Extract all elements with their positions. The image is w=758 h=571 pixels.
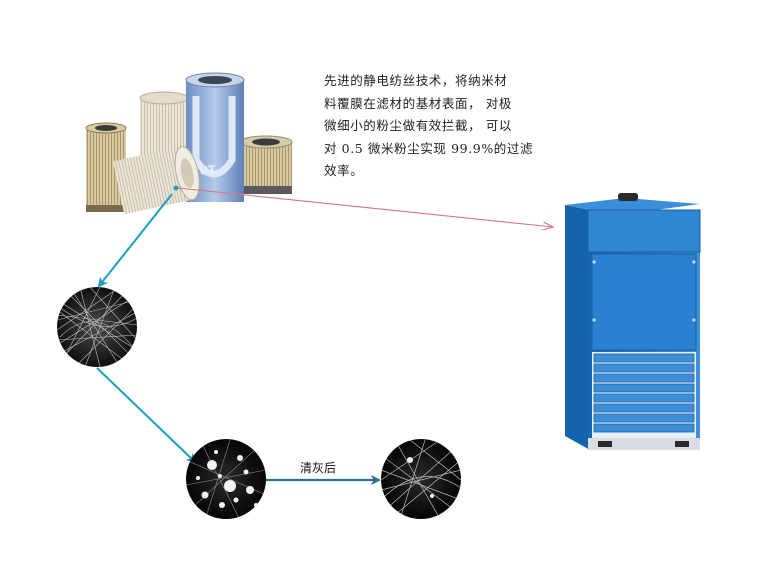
svg-text:UT: UT [199, 163, 218, 178]
after-cleaning-label: 清灰后 [300, 461, 337, 475]
description-line-5: 效率。 [324, 163, 364, 178]
description-line-1: 先进的静电纺丝技术，将纳米材 [324, 73, 508, 88]
flow-arrow-1 [97, 193, 173, 288]
after-cleaning-fiber-micrograph [381, 439, 461, 519]
dust-collector-cabinet [565, 193, 701, 450]
description-line-2: 料覆膜在滤材的基材表面， 对极 [324, 95, 512, 111]
description-line-4: 对 0.5 微米粉尘实现 99.9%的过滤 [324, 140, 534, 156]
anchor-dot [173, 185, 179, 191]
nanofiber-micrograph [57, 287, 137, 367]
dust-loaded-fiber-micrograph [186, 439, 266, 519]
description-text: 先进的静电纺丝技术，将纳米材 料覆膜在滤材的基材表面， 对极 微细小的粉尘做有效… [324, 70, 544, 183]
filter-cartridges-photo: UT [85, 72, 293, 215]
pointer-arrow [177, 187, 553, 227]
flow-arrow-2 [96, 367, 197, 464]
description-line-3: 微细小的粉尘做有效拦截， 可以 [324, 118, 512, 133]
